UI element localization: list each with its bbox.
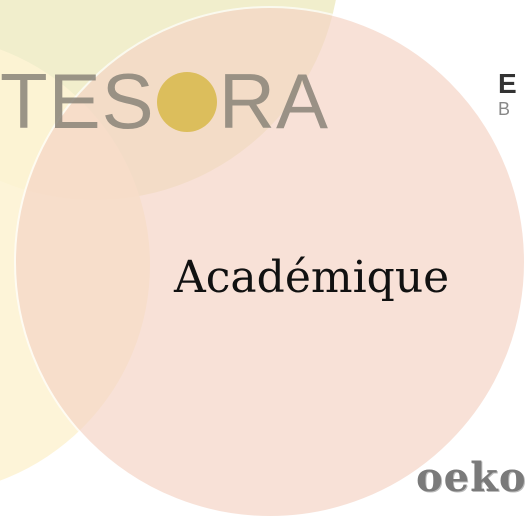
eb-logo: E B [498, 68, 517, 119]
center-circle [14, 6, 525, 518]
tesora-logo-prefix: TES [0, 57, 155, 145]
eb-logo-line1: E [498, 68, 517, 99]
tesora-logo-suffix: RA [218, 57, 330, 145]
center-circle-label: Académique [174, 252, 450, 303]
tesora-logo-dot [156, 72, 217, 132]
oeko-logo: oeko [416, 454, 525, 501]
eb-logo-line2: B [498, 99, 511, 119]
